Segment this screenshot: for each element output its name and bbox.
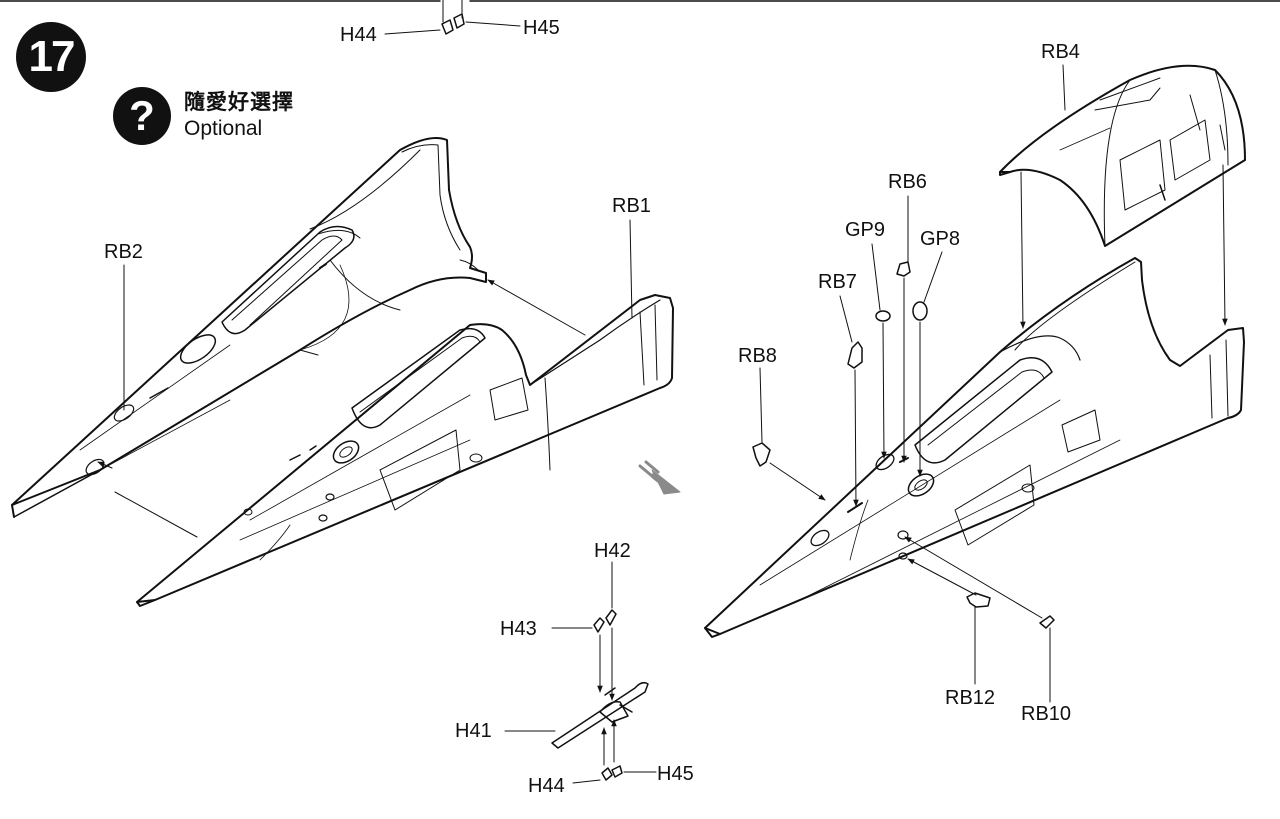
label-h43: H43 [500,618,537,640]
label-h45-top: H45 [523,17,560,39]
canopy-rb4 [999,64,1246,247]
label-rb8: RB8 [738,345,777,367]
right-assembly-lines [123,64,1228,703]
question-mark-icon: ? [113,87,171,145]
label-rb10: RB10 [1021,703,1072,725]
nose-half-rb2 [11,137,487,518]
label-rb6: RB6 [888,171,927,193]
label-gp8: GP8 [920,228,961,250]
label-h42: H42 [594,540,631,562]
label-rb4: RB4 [1041,41,1080,63]
label-h44-top: H44 [340,24,377,46]
probe-assembly-h41 [504,561,657,784]
label-rb1: RB1 [612,195,651,217]
label-gp9: GP9 [845,219,886,241]
label-h45-bottom: H45 [657,763,694,785]
small-parts-right [752,261,1055,629]
nose-half-rb1 [136,294,674,607]
label-rb2: RB2 [104,241,143,263]
step-number-badge: 17 [16,22,86,92]
label-rb7: RB7 [818,271,857,293]
direction-arrow [638,460,681,495]
left-assembly-lines [97,279,586,538]
label-h44-bottom: H44 [528,775,565,797]
optional-label-en: Optional [184,117,263,140]
label-h41: H41 [455,720,492,742]
parts-h44-h45-top [384,0,521,35]
optional-label-cn: 隨愛好選擇 [184,90,294,114]
label-rb12: RB12 [945,687,996,709]
assembled-nose [704,257,1245,638]
